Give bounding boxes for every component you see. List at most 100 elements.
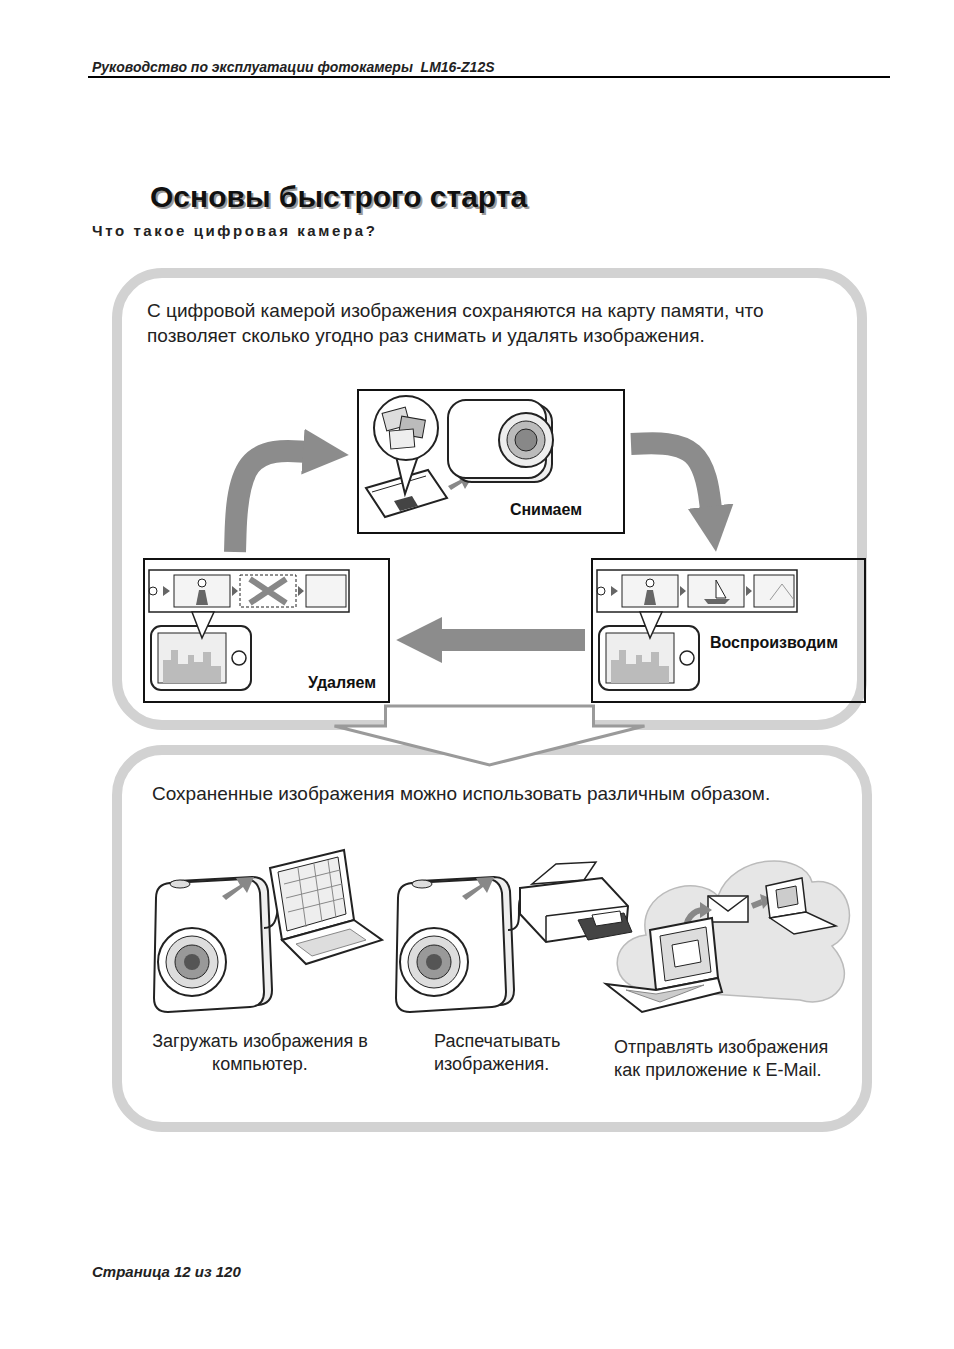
laptop-icon bbox=[766, 878, 836, 934]
film-strip bbox=[704, 599, 730, 604]
camera-icon bbox=[184, 954, 200, 970]
send-arrow bbox=[700, 902, 712, 918]
film-strip bbox=[611, 586, 752, 596]
laptop-icon bbox=[770, 912, 836, 934]
film-strip bbox=[597, 570, 797, 612]
printer-icon bbox=[520, 862, 632, 942]
cycle-arrow bbox=[235, 451, 312, 552]
panel-text: С цифровой камерой изображения сохраняют… bbox=[147, 298, 815, 348]
film-strip bbox=[644, 590, 656, 605]
cloud-icon bbox=[617, 861, 849, 1002]
transfer-arrow bbox=[222, 877, 254, 900]
memory-card-icon bbox=[372, 476, 426, 492]
page-title: Основы быстрого старта bbox=[150, 180, 527, 214]
step-box: Снимаем bbox=[357, 389, 625, 534]
zoom-bubble bbox=[374, 396, 438, 460]
camera-back bbox=[606, 633, 674, 683]
camera-back bbox=[599, 612, 699, 690]
film-strip bbox=[770, 584, 794, 600]
camera-icon bbox=[515, 429, 537, 451]
camera-icon bbox=[426, 954, 442, 970]
camera-icon bbox=[175, 945, 209, 979]
camera-back bbox=[232, 651, 246, 665]
transfer-arrow bbox=[462, 877, 494, 900]
film-strip bbox=[196, 590, 208, 605]
zoom-bubble bbox=[389, 429, 414, 449]
transfer-arrow bbox=[222, 877, 254, 900]
memory-card-icon bbox=[394, 496, 418, 511]
camera-icon bbox=[408, 936, 460, 988]
transfer-arrow bbox=[462, 877, 494, 900]
film-strip bbox=[149, 587, 157, 595]
film-strip bbox=[240, 575, 296, 607]
laptop-icon bbox=[296, 929, 366, 956]
camera-icon bbox=[166, 936, 218, 988]
step-label: Удаляем bbox=[308, 673, 376, 692]
film-strip bbox=[688, 575, 744, 607]
envelope-icon bbox=[708, 896, 748, 911]
film-strip bbox=[597, 570, 797, 612]
film-strip bbox=[622, 575, 678, 607]
header-rule bbox=[88, 77, 890, 78]
film-strip bbox=[174, 575, 230, 607]
camera-back bbox=[158, 633, 226, 683]
laptop-icon bbox=[284, 860, 344, 927]
laptop-icon bbox=[776, 886, 798, 908]
camera-icon bbox=[412, 880, 432, 888]
laptop-icon bbox=[278, 857, 346, 931]
envelope-icon bbox=[708, 896, 748, 922]
camera-back bbox=[680, 651, 694, 665]
camera-back bbox=[151, 612, 251, 690]
rounded-panel: С цифровой камерой изображения сохраняют… bbox=[112, 268, 867, 730]
film-strip bbox=[306, 575, 346, 607]
film-strip bbox=[163, 586, 304, 596]
laptop-icon bbox=[606, 918, 722, 1012]
caption: Отправлять изображения как приложение к … bbox=[614, 1036, 859, 1083]
laptop-icon bbox=[270, 850, 382, 964]
cycle-arrow bbox=[631, 443, 712, 515]
page-footer: Страница 12 из 120 bbox=[92, 1263, 241, 1282]
camera-icon bbox=[154, 879, 264, 1012]
laptop-icon bbox=[660, 927, 711, 981]
camera-icon bbox=[417, 945, 451, 979]
camera-back bbox=[640, 612, 662, 638]
camera-back bbox=[192, 612, 214, 638]
film-strip bbox=[754, 575, 794, 607]
header-rule bbox=[88, 76, 890, 78]
panel-text: Сохраненные изображения можно использова… bbox=[152, 781, 852, 806]
zoom-bubble bbox=[396, 456, 418, 494]
envelope-icon bbox=[708, 896, 748, 922]
caption: Загружать изображения в компьютер. bbox=[146, 1030, 374, 1077]
camera-icon bbox=[396, 879, 506, 1012]
cloud-icon bbox=[617, 861, 849, 1002]
cycle-arrow bbox=[433, 629, 585, 651]
running-header: Руководство по эксплуатации фотокамеры L… bbox=[92, 59, 495, 77]
camera-icon bbox=[507, 421, 545, 459]
camera-icon bbox=[154, 877, 272, 1012]
camera-icon bbox=[448, 400, 553, 482]
step-box: Удаляем bbox=[143, 558, 390, 703]
laptop-icon bbox=[672, 940, 701, 967]
camera-back bbox=[163, 650, 221, 683]
caption: Распечатывать изображения. bbox=[434, 1030, 599, 1077]
step-label: Снимаем bbox=[510, 500, 582, 519]
zoom-bubble bbox=[374, 396, 438, 494]
camera-icon bbox=[499, 413, 553, 467]
laptop-icon bbox=[766, 878, 806, 918]
printer-icon bbox=[592, 911, 622, 926]
film-strip bbox=[646, 579, 654, 587]
laptop-icon bbox=[282, 920, 382, 964]
film-strip bbox=[149, 570, 349, 612]
laptop-icon bbox=[626, 985, 704, 1002]
send-arrow bbox=[752, 902, 762, 906]
step-label: Воспроизводим bbox=[710, 633, 838, 652]
camera-icon bbox=[396, 877, 514, 1012]
block-arrow bbox=[335, 706, 645, 765]
camera-icon bbox=[400, 928, 468, 996]
film-strip bbox=[597, 587, 605, 595]
subheading: Что такое цифровая камера? bbox=[92, 222, 377, 241]
film-strip bbox=[716, 580, 726, 598]
step-box: Воспроизводим bbox=[591, 558, 866, 703]
film-strip bbox=[149, 570, 349, 612]
